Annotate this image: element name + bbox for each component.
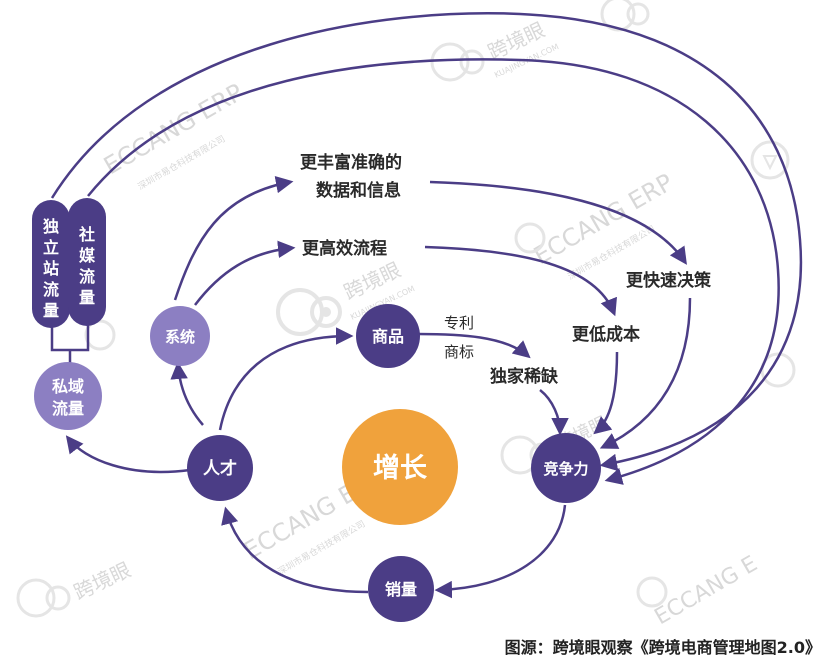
watermark-shield-icon [636, 576, 668, 608]
private-traffic-line2: 流量 [52, 399, 84, 418]
standalone-char-2: 立 [43, 238, 59, 257]
private-traffic-node: 私域 流量 [34, 362, 102, 430]
image-source-caption: 图源：跨境眼观察《跨境电商管理地图2.0》 [504, 638, 821, 657]
standalone-char-3: 站 [43, 259, 59, 278]
label-efficient-process: 更高效流程 [302, 238, 387, 259]
competitiveness-label: 竞争力 [543, 460, 588, 478]
label-lower-cost: 更低成本 [572, 324, 640, 345]
standalone-char-5: 量 [43, 301, 59, 320]
label-richer-data-line2: 数据和信息 [316, 180, 401, 201]
product-label: 商品 [372, 327, 404, 346]
system-node: 系统 [150, 306, 210, 366]
watermark-logo-icon [600, 0, 650, 32]
watermark-brand-cn: 跨境眼 [70, 557, 135, 604]
watermark-logo-icon [430, 42, 485, 82]
arrow-talent-to-system [170, 361, 204, 426]
arrow-talent-to-private [65, 435, 191, 474]
product-node: 商品 [356, 304, 420, 368]
watermark-shield-icon [84, 319, 116, 351]
arrow-data-to-decision [429, 180, 687, 265]
sales-label: 销量 [385, 580, 417, 599]
social-char-3: 流 [79, 267, 95, 286]
arrow-exclusive-to-competitiveness [539, 389, 569, 436]
label-faster-decision: 更快速决策 [626, 270, 712, 291]
watermark-shield-icon [750, 140, 790, 180]
system-label: 系统 [165, 328, 195, 346]
talent-label: 人才 [203, 458, 237, 479]
sales-node: 销量 [368, 556, 434, 622]
watermark-shield-icon [514, 222, 546, 254]
connector-layer [50, 12, 803, 599]
arrow-system-to-data [173, 175, 294, 301]
talent-node: 人才 [187, 435, 253, 501]
private-traffic-line1: 私域 [52, 377, 84, 396]
arrow-cost-to-competitiveness [593, 351, 619, 435]
competitiveness-node: 竞争力 [531, 433, 601, 503]
growth-label: 增长 [373, 452, 428, 484]
arrow-process-to-cost [424, 245, 617, 317]
growth-node: 增长 [342, 409, 458, 525]
label-exclusive-scarce: 独家稀缺 [490, 366, 559, 387]
standalone-char-4: 流 [43, 280, 59, 299]
social-char-1: 社 [78, 225, 95, 244]
label-richer-data-line1: 更丰富准确的 [300, 152, 402, 173]
connector-pills-to-private [50, 325, 90, 365]
arrow-social-to-competitiveness [87, 58, 780, 485]
arrow-product-to-exclusive [417, 332, 531, 359]
social-char-2: 媒 [79, 246, 96, 265]
standalone-site-traffic-pill: 独 立 站 流 量 [32, 200, 70, 328]
social-media-traffic-pill: 社 媒 流 量 [68, 198, 106, 326]
label-patent: 专利 [444, 314, 474, 332]
arrow-sales-to-talent [221, 506, 369, 594]
arrow-decision-to-competitiveness [599, 297, 692, 449]
arrow-talent-to-product [218, 327, 354, 431]
standalone-char-1: 独 [43, 217, 59, 236]
arrow-competitiveness-to-sales [434, 504, 567, 599]
label-trademark: 商标 [444, 343, 474, 361]
social-char-4: 量 [79, 288, 95, 307]
watermark-logo-icon [16, 578, 71, 618]
arrow-system-to-process [194, 240, 296, 306]
arrow-standalone-to-competitiveness [50, 12, 803, 472]
watermark-logo-icon [276, 288, 342, 336]
